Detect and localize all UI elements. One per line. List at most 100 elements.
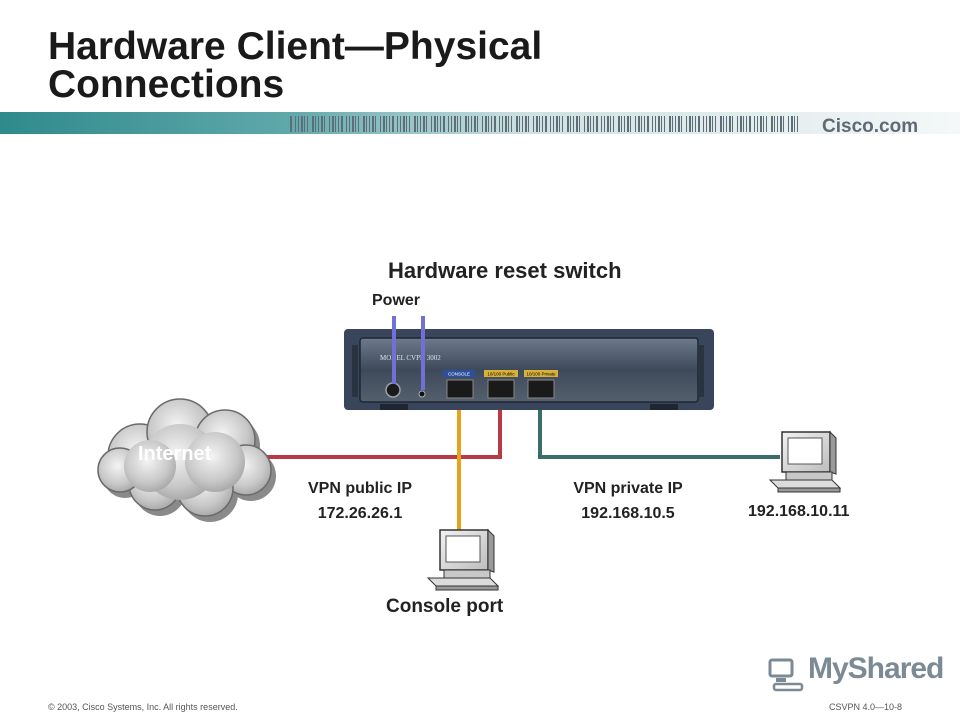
barcode-stripe [664, 116, 665, 132]
barcode-stripe [400, 116, 401, 132]
barcode-stripe [746, 116, 747, 132]
title-line-1: Hardware Client—Physical [48, 25, 543, 68]
barcode-stripe [468, 116, 469, 132]
barcode-stripe [669, 116, 671, 132]
barcode-stripe [372, 116, 374, 132]
barcode-stripe [409, 116, 410, 132]
reset-switch[interactable] [418, 390, 426, 398]
barcode-stripe [440, 116, 441, 132]
barcode-stripe [434, 116, 436, 132]
header-bar [0, 112, 960, 134]
barcode-stripe [556, 116, 558, 132]
vpn3002-device: MODEL CVPN 3002 CONSOLE 10/100 Public 10… [344, 329, 714, 410]
public-port[interactable] [487, 379, 515, 399]
power-label: Power [372, 292, 421, 309]
barcode-stripe [743, 116, 744, 132]
console-port[interactable] [446, 379, 474, 399]
barcode-stripe [573, 116, 574, 132]
barcode-stripe [780, 116, 782, 132]
barcode-stripe [777, 116, 778, 132]
barcode-stripe [304, 116, 305, 132]
barcode-stripe [380, 116, 381, 132]
barcode-stripe [678, 116, 680, 132]
console-port-tag: CONSOLE [448, 372, 470, 377]
barcode-stripe [630, 116, 631, 132]
myshared-logo-icon [768, 658, 804, 692]
barcode-stripe [766, 116, 767, 132]
barcode-stripe [298, 116, 299, 132]
barcode-stripe [553, 116, 554, 132]
barcode-stripe [760, 116, 762, 132]
barcode-stripe [729, 116, 731, 132]
barcode-stripe [576, 116, 578, 132]
barcode-stripe [661, 116, 662, 132]
barcode-stripe [437, 116, 438, 132]
barcode-stripe [332, 116, 334, 132]
myshared-logo[interactable]: MyShared [808, 652, 944, 685]
private-port[interactable] [527, 379, 555, 399]
barcode-stripe [641, 116, 642, 132]
barcode-stripe [692, 116, 693, 132]
public-port-tag: 10/100 Public [487, 372, 515, 377]
barcode-stripe [706, 116, 707, 132]
barcode-stripe [502, 116, 503, 132]
barcode-stripe [312, 116, 314, 132]
barcode-stripe [420, 116, 421, 132]
barcode-stripe [431, 116, 432, 132]
barcode-stripe [338, 116, 339, 132]
barcode-stripe [610, 116, 611, 132]
barcode-stripe [290, 116, 292, 132]
cisco-brand[interactable]: Cisco.com [822, 116, 919, 137]
barcode-stripe [613, 116, 614, 132]
barcode-stripe [698, 116, 700, 132]
barcode-stripe [491, 116, 492, 132]
barcode-stripe [737, 116, 738, 132]
barcode-stripe [375, 116, 376, 132]
barcode-stripe [596, 116, 598, 132]
barcode-stripe [647, 116, 649, 132]
barcode-stripe [681, 116, 682, 132]
barcode-stripe [763, 116, 764, 132]
barcode-stripe [559, 116, 560, 132]
barcode-stripe [567, 116, 569, 132]
barcode-stripe [403, 116, 405, 132]
barcode-stripe [358, 116, 359, 132]
barcode-stripe [389, 116, 390, 132]
barcode-stripe [797, 116, 798, 132]
barcode-stripe [638, 116, 640, 132]
slide-title: Hardware Client—Physical Connections [48, 25, 748, 104]
barcode-stripe [627, 116, 629, 132]
barcode-stripe [723, 116, 724, 132]
barcode-stripe [346, 116, 347, 132]
barcode-stripe [386, 116, 387, 132]
barcode-stripe [341, 116, 343, 132]
barcode-stripe [720, 116, 722, 132]
barcode-stripe [607, 116, 609, 132]
barcode-stripe [533, 116, 534, 132]
barcode-stripe [754, 116, 755, 132]
barcode-stripe [601, 116, 602, 132]
barcode-stripe [406, 116, 407, 132]
barcode-stripe [295, 116, 296, 132]
barcode-stripe [355, 116, 356, 132]
barcode-stripe [570, 116, 571, 132]
barcode-stripe [448, 116, 449, 132]
barcode-stripe [771, 116, 773, 132]
barcode-stripe [315, 116, 316, 132]
barcode-stripe [301, 116, 303, 132]
barcode-stripe [587, 116, 589, 132]
barcode-stripe [516, 116, 518, 132]
barcode-stripe [499, 116, 500, 132]
barcode-stripe [383, 116, 385, 132]
barcode-stripe [655, 116, 656, 132]
barcode-stripe [465, 116, 467, 132]
public-cable [262, 391, 502, 459]
barcode-stripe [508, 116, 509, 132]
pc-workstation-icon [768, 430, 842, 493]
barcode-stripe [689, 116, 691, 132]
barcode-stripe [624, 116, 625, 132]
barcode-stripe [363, 116, 365, 132]
barcode-stripe [397, 116, 398, 132]
barcode-stripe [672, 116, 673, 132]
barcode-stripe [715, 116, 716, 132]
